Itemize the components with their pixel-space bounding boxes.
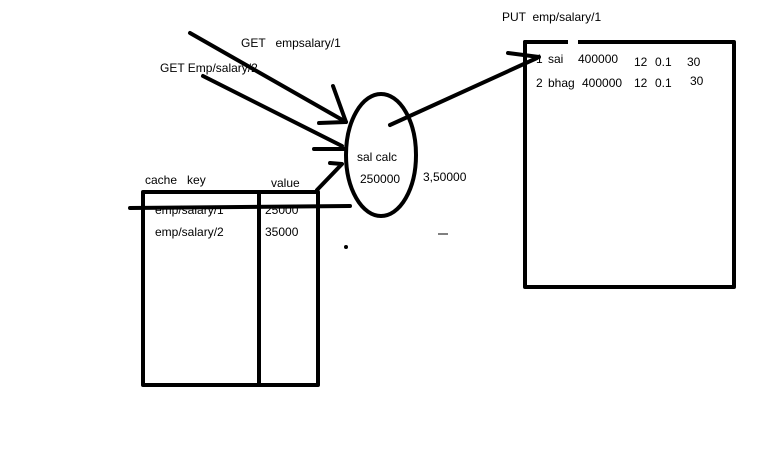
arrow-up-line [315,161,344,192]
arrow-get1-line [188,31,348,124]
cache-row-2-value: 35000 [265,225,299,239]
db-row-2-c2: 0.1 [655,76,672,90]
db-row-1-salary: 400000 [578,52,619,66]
db-row-1-c2: 0.1 [655,55,672,69]
sal-calc-ellipse [344,92,418,218]
strike-line [128,204,352,210]
arrow-put-line [388,56,539,127]
db-row-1-name: sai [548,52,564,66]
db-row-2-id: 2 [536,76,543,90]
db-row-1-c1: 12 [634,55,648,69]
sal-calc-value: 250000 [360,172,401,186]
put-label: PUT emp/salary/1 [502,10,602,24]
cache-row-2-key: emp/salary/2 [155,225,224,239]
get1-label: GET empsalary/1 [241,36,341,50]
arrow-get1-head [317,84,348,125]
cache-row-1-key: emp/salary/1 [155,203,224,217]
cache-key-header: cache key [145,173,206,187]
db-row-2-c3: 30 [690,74,704,88]
get2-label: GET Emp/salary/2 [160,61,258,75]
db-table-border [523,40,736,289]
arrow-get2-line [201,74,344,148]
db-row-1-c3: 30 [687,55,701,69]
db-row-2-name: bhag [548,76,575,90]
cache-value-header: value [271,176,300,190]
outside-value: 3,50000 [423,170,467,184]
cache-row-1-value: 25000 [265,203,299,217]
db-row-2-salary: 400000 [582,76,623,90]
cache-table-border [141,190,320,387]
sal-calc-title: sal calc [357,150,398,164]
db-row-1-id: 1 [536,52,543,66]
stray-dot [344,245,348,249]
db-header-gap [568,38,578,46]
arrow-put-head [506,51,541,59]
db-row-2-c1: 12 [634,76,648,90]
